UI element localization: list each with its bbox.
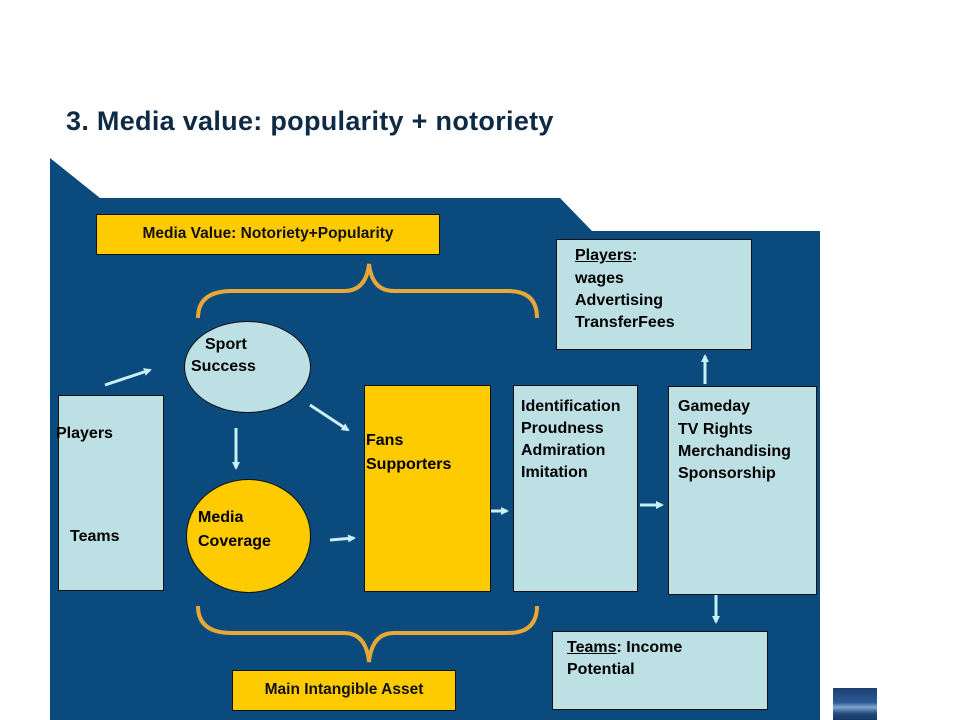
players-income-heading-line: Players: <box>575 247 637 265</box>
top-brace <box>196 263 539 319</box>
teams-income-line1: Teams: Income <box>567 639 682 657</box>
teams-income-heading: Teams <box>567 639 617 656</box>
identification-item: Imitation <box>521 464 588 481</box>
bottom-brace <box>196 605 539 663</box>
media-coverage-line2: Coverage <box>198 533 271 550</box>
fans-line1: Fans <box>366 432 404 449</box>
players-income-colon: : <box>631 247 638 264</box>
teams-income-line2: Potential <box>567 661 635 678</box>
intangible-asset-label-box: Main Intangible Asset <box>232 670 456 711</box>
players-income-item: wages <box>575 270 624 287</box>
sport-success-line2: Success <box>191 358 256 375</box>
teams-label: Teams <box>70 528 120 545</box>
intangible-asset-label: Main Intangible Asset <box>264 681 424 698</box>
media-coverage-ellipse <box>186 479 311 593</box>
media-coverage-line1: Media <box>198 509 244 526</box>
arrow-players-to-success <box>104 368 152 387</box>
wave-thumbnail-image <box>833 688 877 720</box>
revenue-item: Sponsorship <box>678 465 776 482</box>
revenue-item: Merchandising <box>678 443 791 460</box>
identification-item: Proudness <box>521 420 604 437</box>
revenues-box <box>668 386 817 595</box>
sport-success-line1: Sport <box>205 336 247 353</box>
players-income-heading: Players <box>575 247 632 264</box>
arrow-success-to-fans <box>309 403 350 432</box>
teams-income-box <box>552 631 768 710</box>
revenue-item: Gameday <box>678 398 751 415</box>
media-value-label-box: Media Value: Notoriety+Popularity <box>96 214 440 255</box>
identification-item: Identification <box>521 398 621 415</box>
teams-income-rest: : Income <box>616 639 683 656</box>
identification-box <box>513 385 638 592</box>
players-income-item: TransferFees <box>575 314 675 331</box>
players-income-box <box>556 239 752 350</box>
players-label: Players <box>56 425 113 442</box>
players-teams-box <box>58 395 164 591</box>
arrow-coverage-to-fans <box>329 534 356 543</box>
players-income-item: Advertising <box>575 292 664 309</box>
fans-line2: Supporters <box>366 456 452 473</box>
media-value-label: Media Value: Notoriety+Popularity <box>142 225 394 242</box>
sport-success-ellipse <box>184 321 311 413</box>
revenue-item: TV Rights <box>678 421 753 438</box>
identification-item: Admiration <box>521 442 606 459</box>
page-title: 3. Media value: popularity + notoriety <box>66 106 554 136</box>
fans-box <box>364 385 491 592</box>
